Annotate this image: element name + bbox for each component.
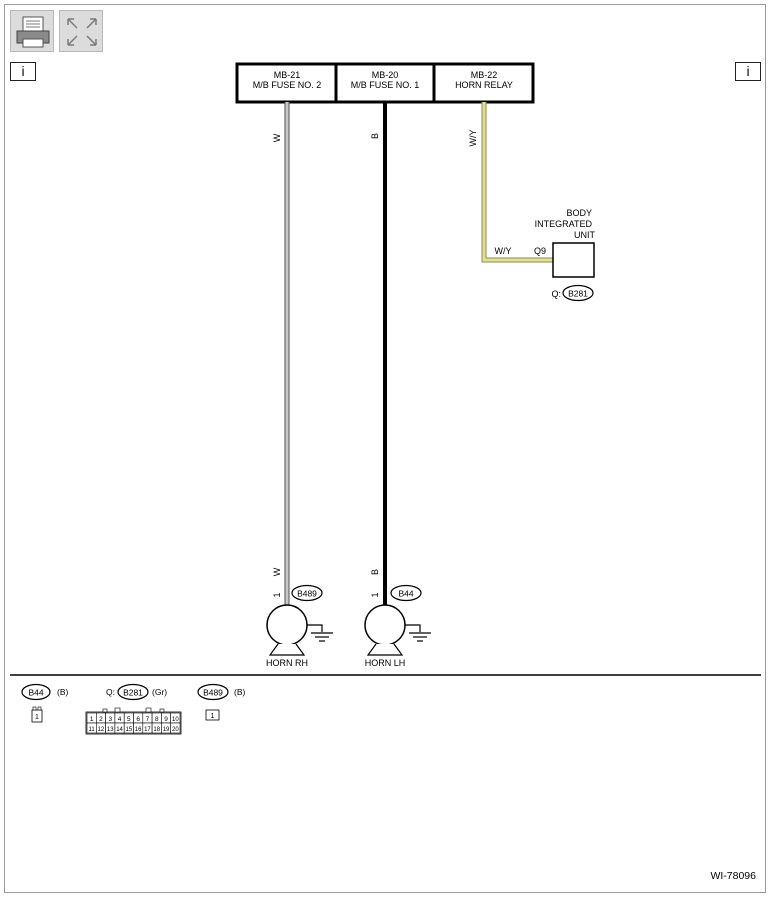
body-unit-pin: Q9 (534, 246, 546, 256)
legend-b44-color: (B) (57, 687, 69, 697)
legend-b489-color: (B) (234, 687, 246, 697)
connector-pin-number: 11 (89, 727, 96, 733)
wire-label-b-bottom: B (370, 569, 380, 575)
connector-pin-number: 4 (118, 716, 122, 723)
wire-white-yellow (481, 102, 553, 263)
horn-lh-label: HORN LH (365, 658, 406, 668)
body-integrated-unit: BODY INTEGRATED UNIT Q9 Q: B281 (534, 208, 595, 302)
legend-b281-prefix: Q: (106, 687, 115, 697)
body-unit-line1: BODY (566, 208, 592, 218)
fuse-mb21-code: MB-21 (274, 70, 301, 80)
connector-pin-number: 15 (126, 727, 133, 733)
body-unit-connector-prefix: Q: (551, 289, 561, 299)
connector-pin-number: 5 (127, 716, 131, 723)
wire-label-w-top: W (272, 133, 282, 142)
fuse-mb20-code: MB-20 (372, 70, 399, 80)
figure-id: WI-78096 (710, 870, 756, 882)
legend-b489-connector: B489 (203, 688, 223, 698)
connector-pin-number: 9 (164, 716, 168, 723)
connector-pin-number: 19 (163, 727, 170, 733)
fuse-box: MB-21 M/B FUSE NO. 2 MB-20 M/B FUSE NO. … (235, 62, 535, 104)
connector-pin-number: 10 (172, 717, 179, 723)
connector-pin-number: 1 (90, 716, 94, 723)
print-button[interactable] (10, 10, 54, 52)
connector-pin-number: 6 (136, 716, 140, 723)
pin-label-horn-rh: 1 (272, 592, 282, 597)
legend-b44-connector: B44 (28, 688, 43, 698)
body-unit-connector: B281 (568, 289, 588, 299)
horn-rh-connector: B489 (297, 589, 317, 599)
connector-pin-number: 20 (172, 727, 179, 733)
horn-lh: B44 HORN LH (364, 584, 431, 668)
connector-pin-number: 18 (153, 727, 160, 733)
info-button-right[interactable]: i (735, 62, 761, 81)
connector-pin-number: 13 (107, 727, 114, 733)
diagram-frame (4, 4, 766, 893)
wire-label-wy-top: W/Y (468, 130, 478, 147)
legend-b44-pin: 1 (35, 714, 39, 721)
connector-pin-number: 14 (116, 727, 123, 733)
printer-icon (16, 16, 50, 48)
wire-label-wy-horizontal: W/Y (495, 246, 512, 256)
legend-b489-pin: 1 (211, 713, 215, 720)
wire-label-b-top: B (370, 133, 380, 139)
fuse-mb22-name: HORN RELAY (455, 80, 513, 90)
fuse-mb21-name: M/B FUSE NO. 2 (253, 80, 322, 90)
horn-rh-label: HORN RH (266, 658, 308, 668)
legend-b489: B489 (B) 1 (197, 683, 246, 721)
connector-pin-number: 2 (99, 716, 103, 723)
horn-rh: B489 HORN RH (266, 584, 333, 668)
legend-b281-connector: B281 (123, 688, 143, 698)
connector-pin-number: 16 (135, 727, 142, 733)
expand-icon (67, 18, 97, 46)
connector-pin-cell (170, 722, 181, 734)
connector-pin-number: 12 (98, 727, 105, 733)
fuse-mb20-name: M/B FUSE NO. 1 (351, 80, 420, 90)
body-unit-line3: UNIT (574, 230, 595, 240)
fuse-mb22-code: MB-22 (471, 70, 498, 80)
legend-b281-color: (Gr) (152, 687, 167, 697)
legend-b44: B44 (B) 1 (21, 683, 69, 723)
pin-label-horn-lh: 1 (370, 592, 380, 597)
connector-pin-number: 7 (146, 716, 150, 723)
connector-pin-number: 3 (108, 716, 112, 723)
fullscreen-button[interactable] (59, 10, 103, 52)
connector-pin-number: 17 (144, 727, 151, 733)
info-button-left[interactable]: i (10, 62, 36, 81)
body-unit-line2: INTEGRATED (535, 219, 593, 229)
horn-lh-connector: B44 (398, 589, 413, 599)
connector-pin-number: 8 (155, 716, 159, 723)
wire-label-w-bottom: W (272, 567, 282, 576)
